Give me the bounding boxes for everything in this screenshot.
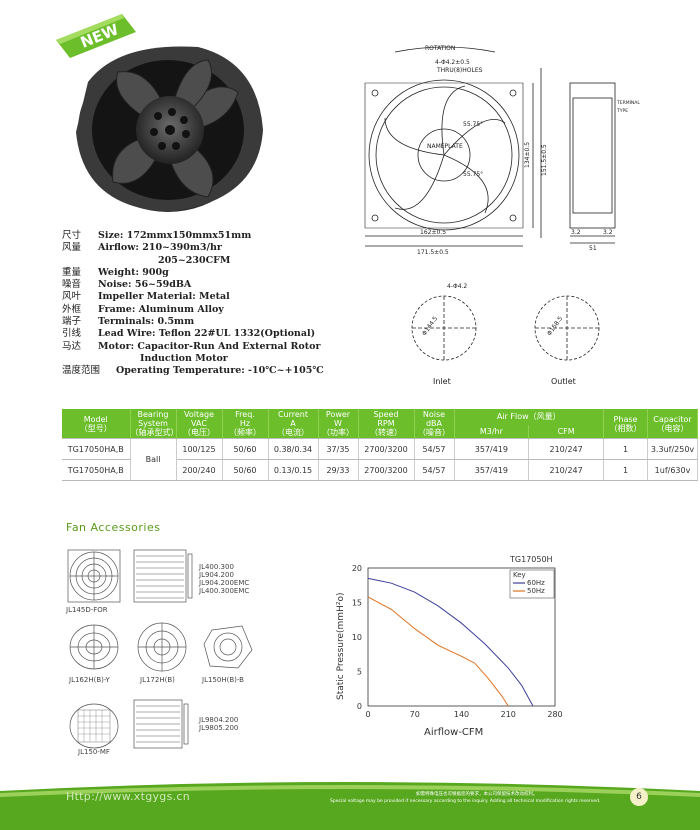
series-line-50hz [367,596,509,707]
new-badge: NEW [56,14,136,58]
phi-outlet-label: Φ158.5 [546,315,564,337]
legend: Key 60Hz 50Hz [509,569,555,599]
table-row: TG17050HA,B 200/240 50/60 0.13/0.15 29/3… [62,459,698,481]
type-label: TYPE [616,108,628,114]
footer-url-link[interactable]: Http://www.xtgygs.cn [66,790,191,803]
col-freq: Freq.Hz（频率） [222,409,269,439]
col-airflow: Air Flow（风量） [454,409,604,425]
col-m3hr: M3/hr [454,424,530,439]
chart-title: TG17050H [509,555,553,564]
x-tick-label: 0 [365,710,370,719]
rotation-label: ROTATION [425,45,455,52]
table-row: TG17050HA,B Ball 100/125 50/60 0.38/0.34… [62,438,698,481]
dim-51-label: 51 [589,245,597,252]
legend-50hz: 50Hz [527,587,545,595]
col-phase: Phase（相数） [603,409,648,439]
footer-note-en: Special voltage may be provided if neces… [330,799,601,804]
accessory-label: JL145D-FOR [66,606,108,614]
accessory-label: JL9804.200 [199,716,239,724]
performance-chart: TG17050H 0 70 140 210 280 0 5 10 15 20 Airflow-CF… [336,555,563,738]
accessory-label: JL150H(B)-B [202,676,244,684]
angle-1-label: 55.75° [463,121,483,128]
accessory-label: JL400.300 [199,563,234,571]
accessory-label: JL9805.200 [199,724,239,732]
y-axis-label: Static Pressure(mmH²o) [336,593,346,700]
accessory-label: JL172H(B) [140,676,175,684]
footer-note-cn: 如需特殊电压也可根据您的要求，本公司保留技术改动权利。 [416,792,538,797]
legend-60hz: 60Hz [527,579,545,587]
col-capacitor: Capacitor（电容） [647,409,698,439]
dim-171-label: 171.5±0.5 [417,249,449,256]
holes-2-label: 4-Φ4.2 [447,283,467,290]
holes-label: 4-Φ4.2±0.5 [435,59,470,66]
dim-3-2a-label: 3.2 [571,229,581,236]
dimension-drawings: ROTATION 4-Φ4.2±0.5 THRU(8)HOLES 55.75° … [364,45,640,386]
x-tick-label: 280 [547,710,562,719]
plot-area [367,567,556,707]
y-tick-label: 10 [352,633,362,642]
footer-band [0,782,700,830]
phi-inlet-label: Φ144.5 [421,315,439,337]
col-cfm: CFM [528,424,604,439]
angle-2-label: 55.75° [463,171,483,178]
dim-162-label: 162±0.5 [420,229,446,236]
accessory-label: JL400.300EMC [199,587,250,595]
accessory-label: JL162H(B)-Y [69,676,110,684]
dim-134-label: 134±0.5 [524,142,531,168]
x-tick-label: 210 [501,710,516,719]
outlet-label: Outlet [551,377,576,386]
spec-airflow-cfm: 205~230CFM [158,254,231,266]
page-number: 6 [630,788,648,806]
bearing-cell: Ball [130,438,177,481]
legend-title: Key [513,571,526,579]
y-tick-label: 20 [352,564,362,573]
x-tick-label: 140 [454,710,469,719]
dim-3-2b-label: 3.2 [603,229,613,236]
y-tick-label: 0 [357,702,362,711]
dim-151-label: 151.5±0.5 [541,144,548,176]
thru-holes-label: THRU(8)HOLES [436,67,483,74]
fan-photo [76,46,263,212]
accessory-label: JL904.200 [199,571,234,579]
series-line-60hz [367,577,534,707]
inlet-label: Inlet [433,377,451,386]
center-label: NAMEPLATE [427,143,463,150]
y-tick-label: 5 [357,668,362,677]
y-tick-label: 15 [352,599,362,608]
accessory-label: JL150-MF [78,748,110,756]
x-tick-label: 70 [410,710,420,719]
accessories-title: Fan Accessories [66,521,161,534]
col-model: Model（型号） [62,409,131,439]
accessory-label: JL904.200EMC [199,579,250,587]
x-axis-label: Airflow-CFM [424,727,483,738]
terminal-label: TERMINAL [616,100,640,106]
spec-motor-2: Induction Motor [140,352,228,364]
accessory-drawings [67,549,253,749]
